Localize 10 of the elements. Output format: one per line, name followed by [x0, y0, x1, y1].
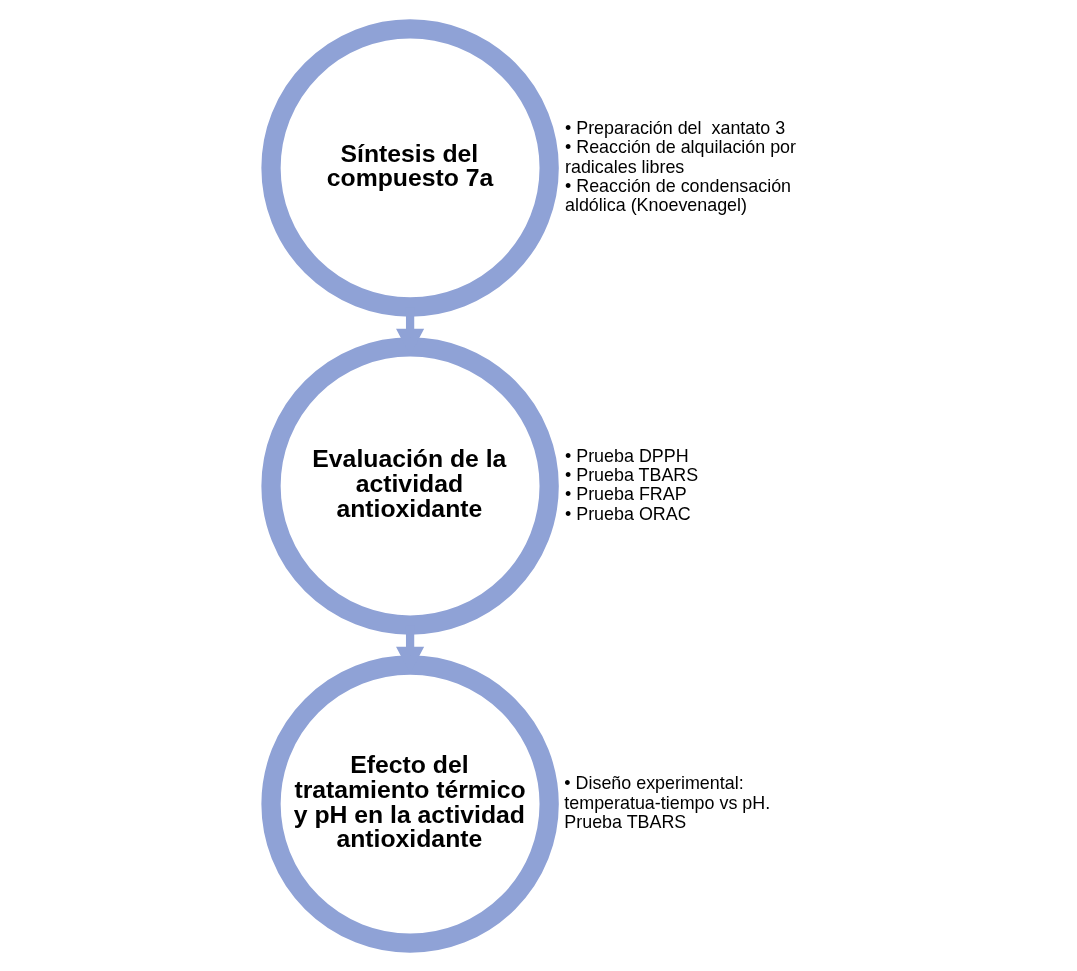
node-label: • Prueba FRAP — [565, 483, 687, 504]
node-label: • Prueba ORAC — [565, 503, 691, 524]
node-circle: Síntesis del compuesto 7a — [261, 18, 559, 317]
node-label: • Diseño experimental: temperatua-tiempo vs pH. Prueba TBARS — [564, 773, 771, 832]
node-label: • Preparación del xantato 3 — [565, 117, 786, 138]
node-circle: Efecto del tratamiento térmico y pH en la actividad antioxidante — [261, 654, 559, 953]
node-label: • Prueba DPPH — [565, 445, 689, 466]
node-label: • Reacción de condensación aldólica (Knoevenagel) — [565, 175, 792, 215]
node-label: • Prueba TBARS — [565, 464, 699, 485]
node-circle: Evaluación de la actividad antioxidante — [261, 336, 559, 635]
